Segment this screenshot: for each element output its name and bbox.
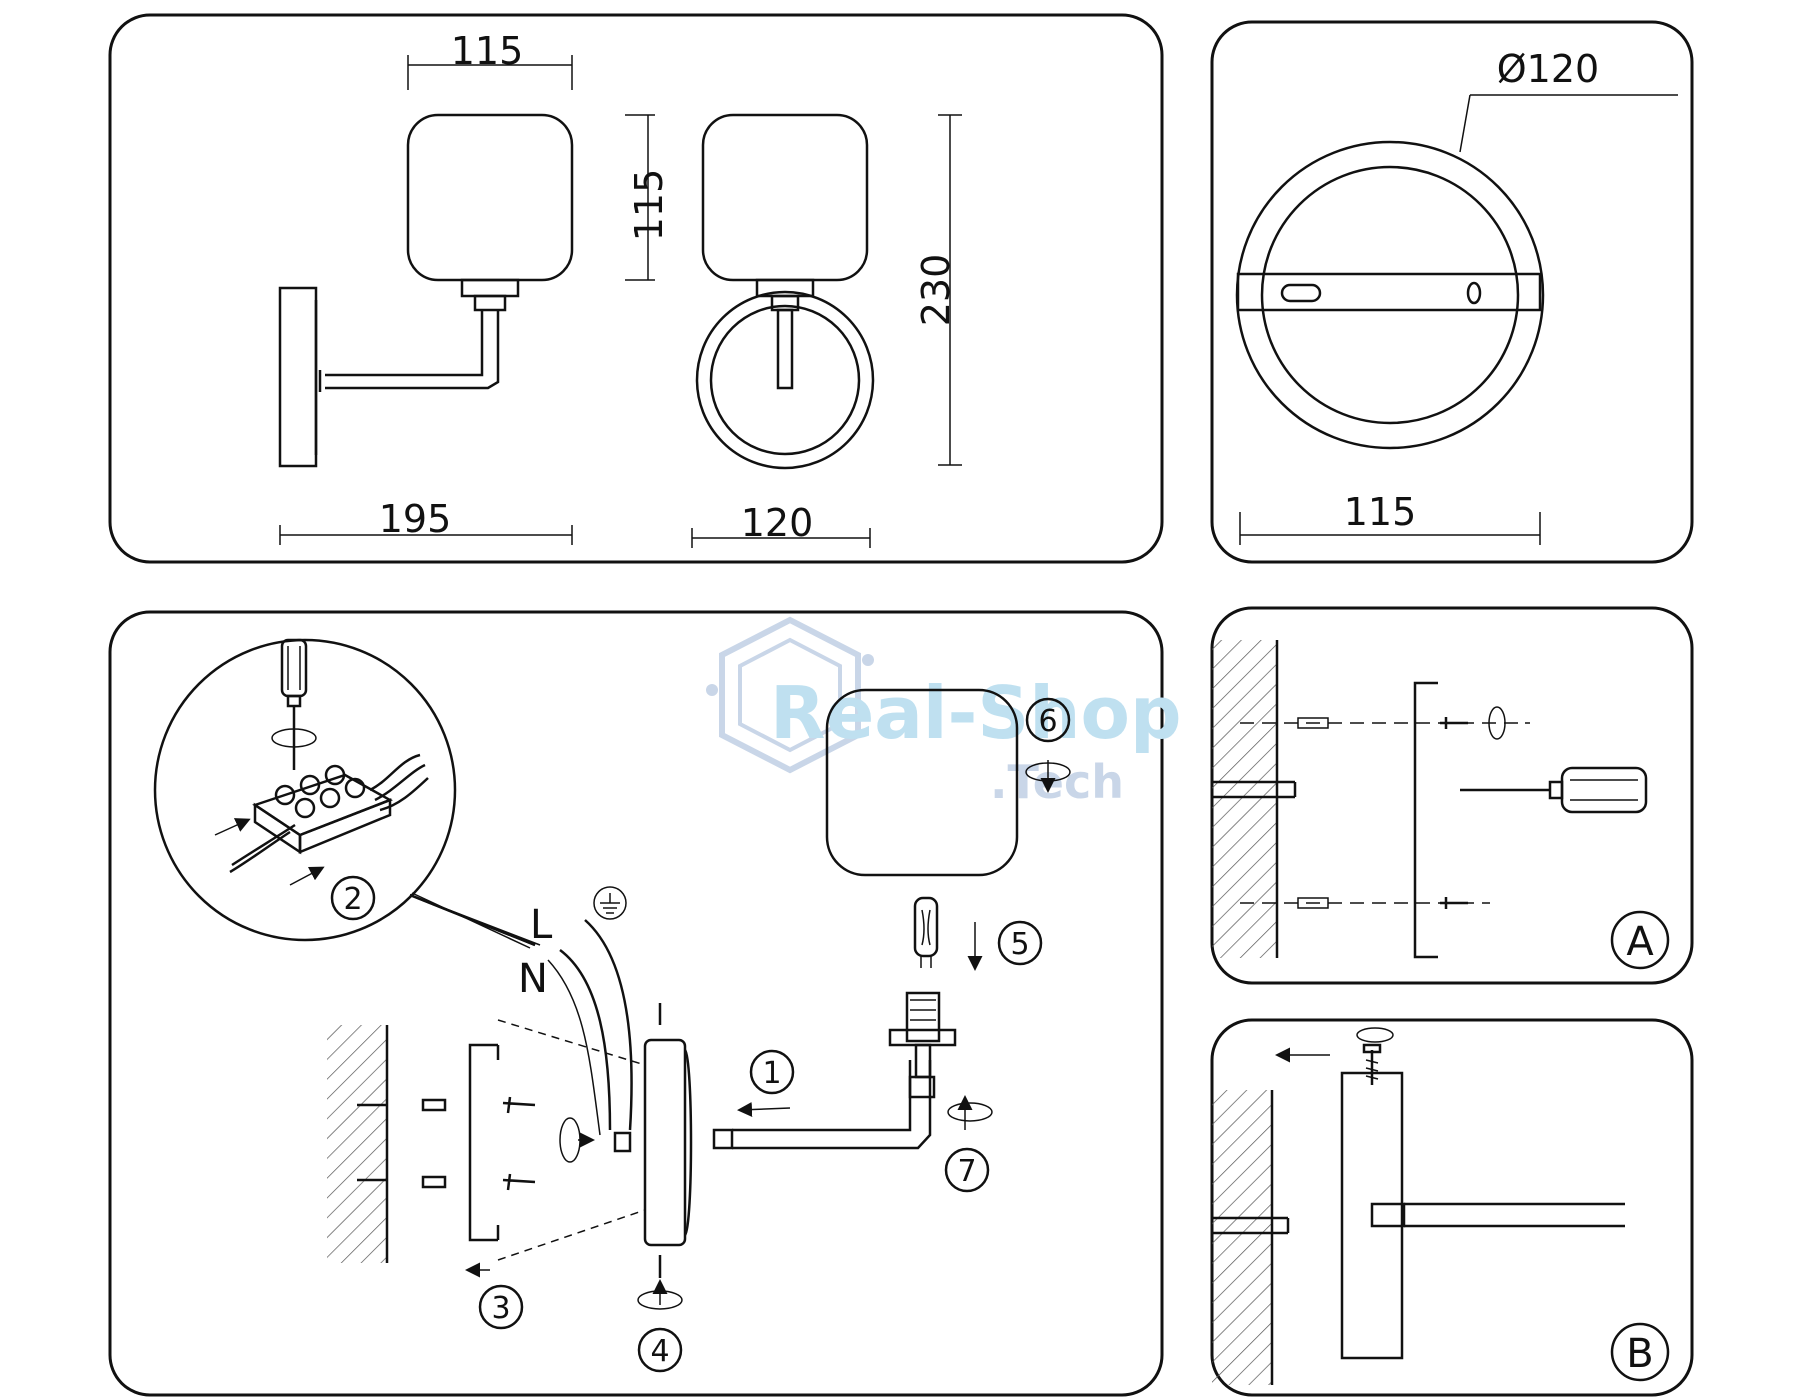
- step-7-label: 7: [957, 1154, 976, 1189]
- step-6-label: 6: [1038, 704, 1057, 739]
- step-2-label: 2: [343, 882, 362, 917]
- wire-label-neutral: N: [518, 956, 548, 1002]
- watermark: Real-Shop .Tech: [706, 616, 1182, 809]
- panel-detail-b: B: [1210, 1018, 1694, 1397]
- dim-projection: 195: [379, 497, 452, 541]
- rotate-arrow-icon: [271, 728, 317, 748]
- rotate-arrow-icon: [1356, 1027, 1394, 1043]
- bulb: 5: [913, 896, 1043, 971]
- wall-section: [327, 1025, 389, 1263]
- dim-shade-height: 115: [627, 169, 671, 242]
- rotate-arrow-icon: [637, 1290, 683, 1310]
- step-4-label: 4: [650, 1334, 669, 1369]
- wires: L N: [518, 886, 633, 1136]
- dim-total-height: 230: [914, 254, 958, 327]
- panel-detail-a: A: [1210, 606, 1694, 985]
- rotate-arrow-icon: [559, 1117, 581, 1163]
- shade: 6: [825, 688, 1071, 877]
- ground-symbol-icon: [593, 886, 627, 920]
- step-1-label: 1: [762, 1056, 781, 1091]
- panel-base-plate: Ø120 115: [1210, 20, 1694, 564]
- rotate-arrow-icon: [1488, 706, 1506, 740]
- dim-front-width: 120: [741, 501, 814, 545]
- side-view: 115 115 195: [278, 29, 671, 545]
- detail-b-label: B: [1626, 1331, 1653, 1377]
- arm: 1 7: [712, 991, 993, 1193]
- detail-a-label: A: [1626, 919, 1654, 965]
- step-3-label: 3: [491, 1291, 510, 1326]
- rotate-arrow-icon: [947, 1102, 993, 1122]
- terminal-block-detail: 2: [153, 638, 541, 949]
- panel-dimensions: 115 115 195: [108, 13, 1164, 564]
- panel-assembly: Real-Shop .Tech: [108, 610, 1182, 1397]
- front-view: 230 120: [691, 113, 962, 548]
- watermark-line1: Real-Shop: [770, 671, 1182, 755]
- step-5-label: 5: [1010, 927, 1029, 962]
- dim-side-width: 115: [451, 29, 524, 73]
- screwdriver-icon: [1460, 766, 1648, 814]
- dim-base-diameter: Ø120: [1497, 47, 1599, 91]
- screwdriver-icon: [280, 638, 308, 770]
- wire-label-live: L: [530, 902, 553, 948]
- dim-plate-width: 115: [1344, 490, 1417, 534]
